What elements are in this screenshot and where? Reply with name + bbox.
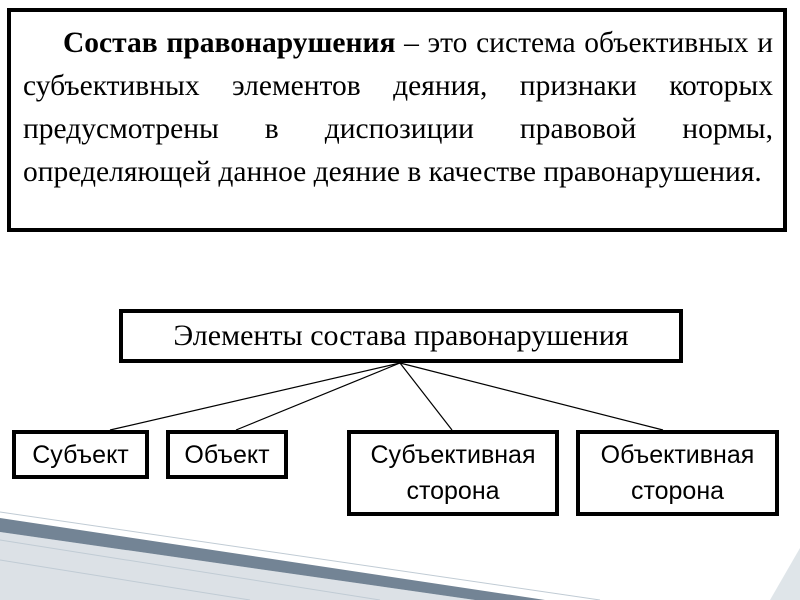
definition-box: Состав правонарушения – это система объе… — [7, 8, 787, 232]
connector-line — [399, 362, 664, 431]
node-subject: Субъект — [12, 430, 149, 479]
connector-line — [109, 362, 401, 431]
node-subject-label: Субъект — [32, 440, 129, 469]
diagram-root-node: Элементы состава правонарушения — [119, 309, 683, 363]
decor-wedge-dark — [0, 518, 545, 600]
decor-stripe — [0, 559, 251, 600]
node-objective-side: Объективная сторона — [576, 430, 779, 516]
connector-line — [399, 362, 453, 431]
decor-stripe — [0, 539, 381, 600]
node-subjective-side-label: Субъективная сторона — [370, 441, 536, 505]
decor-wedge-light — [0, 532, 475, 600]
node-subjective-side: Субъективная сторона — [347, 430, 559, 516]
definition-text: – это система объективных и субъективных… — [23, 27, 773, 188]
node-object: Объект — [166, 430, 288, 479]
definition-term: Состав правонарушения — [63, 27, 396, 59]
decor-stripe — [0, 511, 601, 600]
node-objective-side-label: Объективная сторона — [600, 441, 755, 505]
node-object-label: Объект — [184, 440, 270, 469]
decor-corner — [770, 548, 800, 600]
root-node-label: Элементы состава правонарушения — [173, 319, 629, 352]
connector-line — [235, 362, 401, 431]
